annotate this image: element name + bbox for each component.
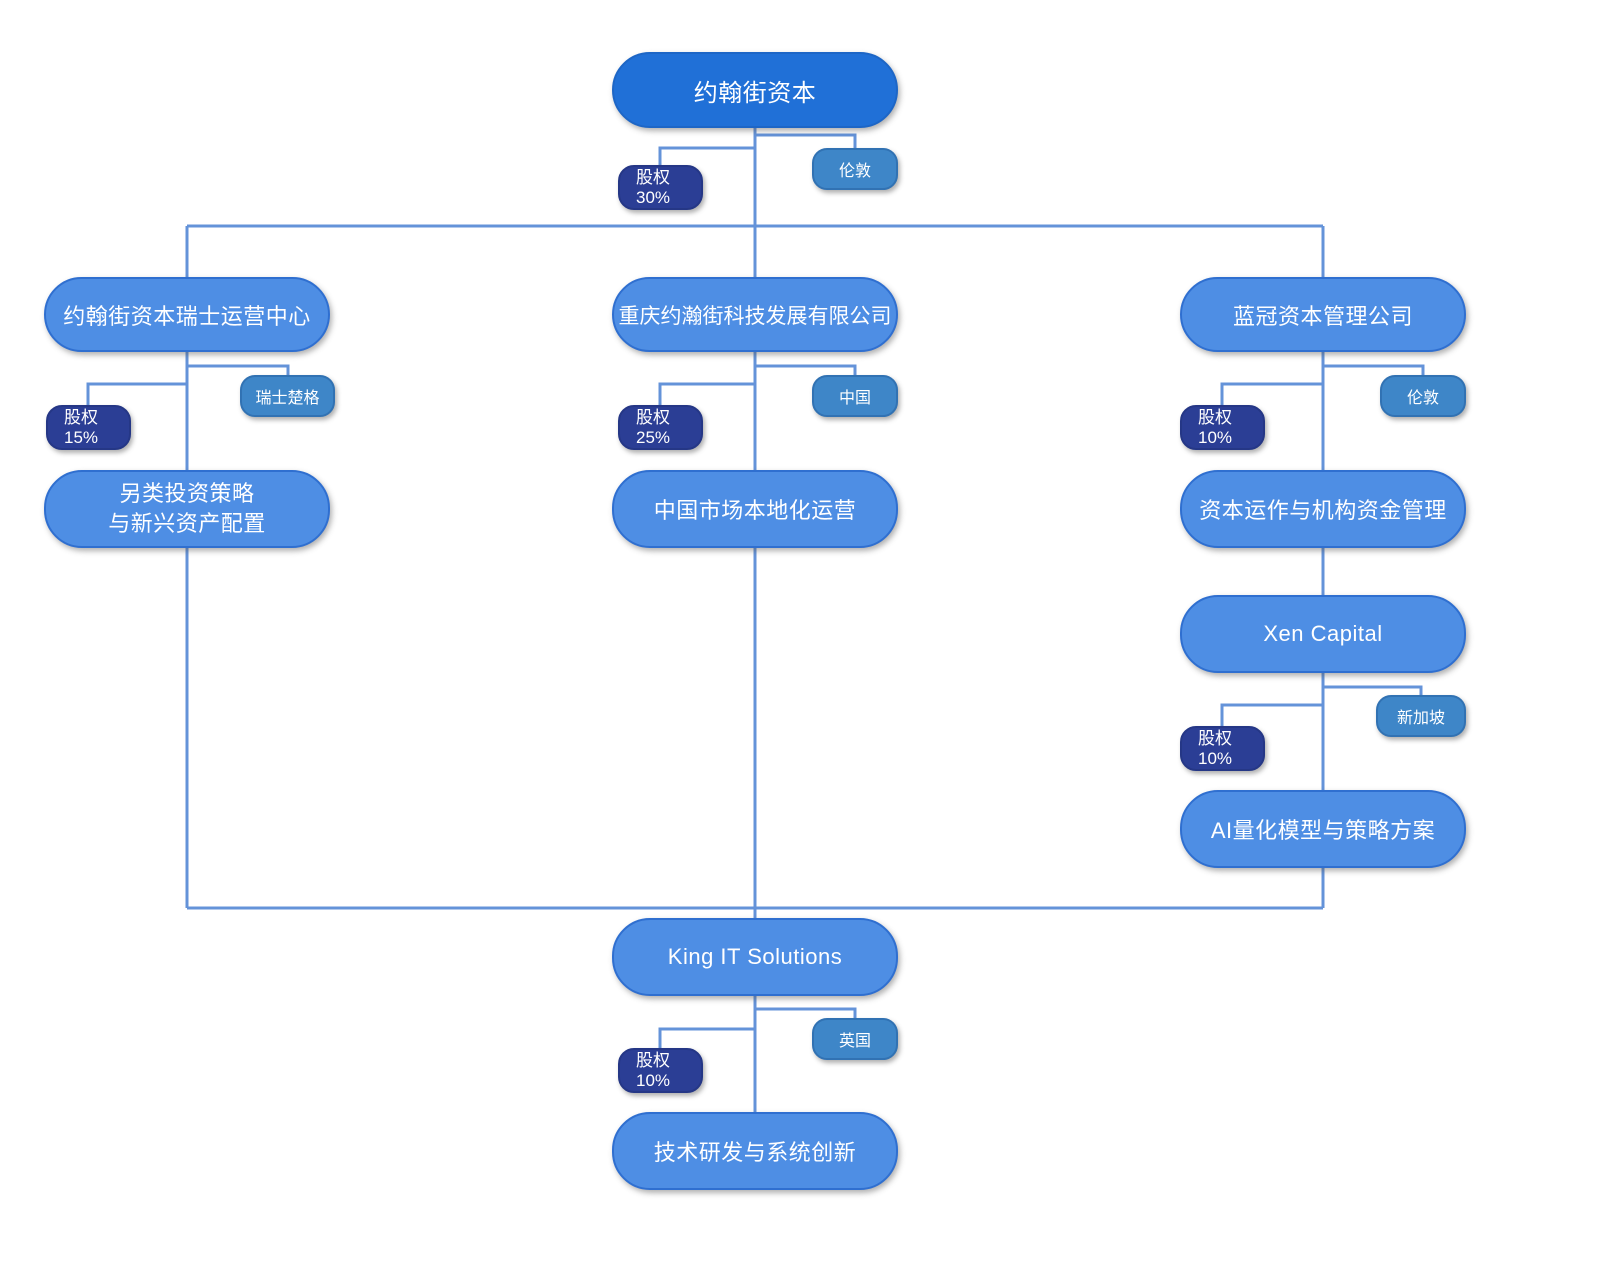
node-john-street-capital: 约翰街资本 [612,52,898,128]
connector-xen-location [1323,685,1423,696]
location-badge-singapore: 新加坡 [1376,695,1466,737]
equity-badge-king: 股权 10% [618,1048,703,1093]
connector-bluecrown-equity [1220,382,1323,406]
node-china-market-ops: 中国市场本地化运营 [612,470,898,548]
equity-badge-xen: 股权 10% [1180,726,1265,771]
equity-value: 10% [1198,748,1233,768]
equity-label: 股权 [64,407,98,427]
node-blue-crown-capital: 蓝冠资本管理公司 [1180,277,1466,352]
node-alt-investment-strategy: 另类投资策略 与新兴资产配置 [44,470,330,548]
equity-value: 30% [636,187,671,207]
equity-badge-chongqing: 股权 25% [618,405,703,450]
connector-chongqing-equity [658,382,755,406]
node-label-line1: 另类投资策略 [119,481,255,507]
connector-xen-equity [1220,703,1323,726]
equity-value: 15% [64,427,99,447]
connector-root-location [755,133,857,149]
connector-king-equity [658,1027,755,1048]
node-swiss-operations-center: 约翰街资本瑞士运营中心 [44,277,330,352]
location-badge-bluecrown-london: 伦敦 [1380,375,1466,417]
connector-king-location [755,1007,857,1019]
equity-label: 股权 [1198,407,1232,427]
node-xen-capital: Xen Capital [1180,595,1466,673]
connector-swiss-location [187,364,290,376]
connector-root-equity [658,146,755,166]
location-badge-zug: 瑞士楚格 [240,375,335,417]
connector-bluecrown-location [1323,364,1425,376]
equity-badge-swiss: 股权 15% [46,405,131,450]
equity-badge-bluecrown: 股权 10% [1180,405,1265,450]
equity-label: 股权 [636,407,670,427]
node-chongqing-tech: 重庆约瀚街科技发展有限公司 [612,277,898,352]
equity-label: 股权 [1198,728,1232,748]
equity-value: 10% [1198,427,1233,447]
node-tech-rd-innovation: 技术研发与系统创新 [612,1112,898,1190]
node-capital-operations: 资本运作与机构资金管理 [1180,470,1466,548]
equity-label: 股权 [636,1050,670,1070]
node-ai-quant-models: AI量化模型与策略方案 [1180,790,1466,868]
connector-swiss-equity [86,382,187,406]
equity-value: 25% [636,427,671,447]
node-label-line2: 与新兴资产配置 [108,511,266,536]
location-badge-root-london: 伦敦 [812,148,898,190]
node-king-it-solutions: King IT Solutions [612,918,898,996]
equity-value: 10% [636,1070,671,1090]
location-badge-uk: 英国 [812,1018,898,1060]
location-badge-china: 中国 [812,375,898,417]
connector-chongqing-location [755,364,857,376]
equity-label: 股权 [636,167,670,187]
equity-badge-root: 股权 30% [618,165,703,210]
